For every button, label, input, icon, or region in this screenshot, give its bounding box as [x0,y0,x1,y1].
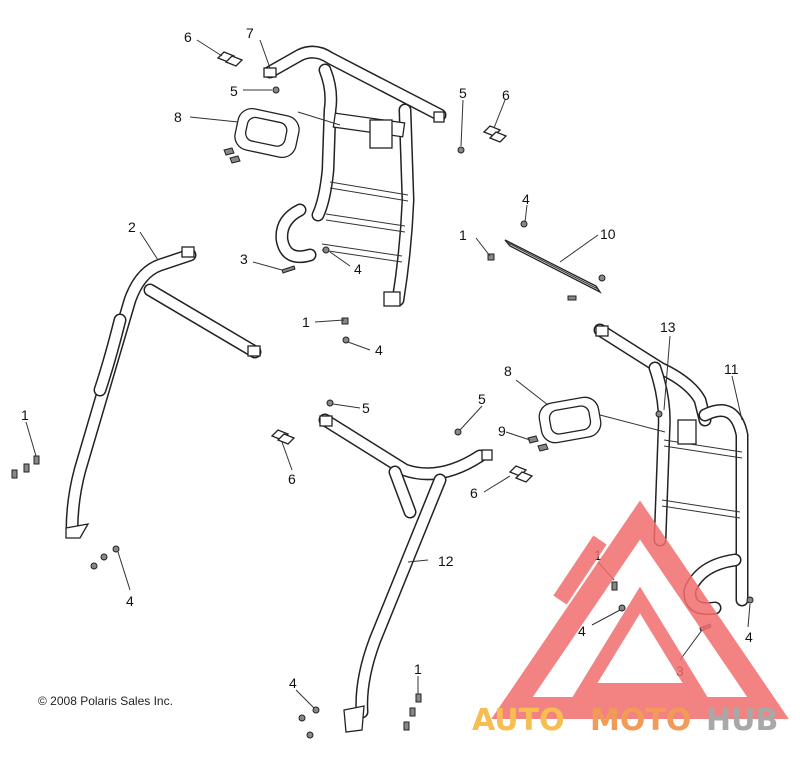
part-7-upper-cage [263,45,447,307]
callout-1: 1 [459,227,467,243]
callout-6: 6 [470,485,478,501]
callout-7: 7 [246,25,254,41]
part-8-top-handle [223,107,341,164]
callout-5: 5 [362,400,370,416]
callout-1: 1 [302,314,310,330]
copyright-text: © 2008 Polaris Sales Inc. [38,694,173,708]
part-12-center-cage [318,413,493,733]
callout-9: 9 [498,423,506,439]
callout-4: 4 [354,261,362,277]
callout-1: 1 [414,661,422,677]
callout-12: 12 [438,553,454,569]
part-8-right-handle [527,396,666,452]
watermark-logo: AUTO MOTO HUB [472,500,789,738]
callout-1: 1 [21,407,29,423]
callout-4: 4 [126,593,134,609]
watermark-triangle [491,500,789,719]
watermark-moto: MOTO [590,703,691,738]
callout-4: 4 [375,342,383,358]
part-10-brace [504,239,602,301]
callout-8: 8 [504,363,512,379]
hardware-items [11,51,754,739]
callout-5: 5 [459,85,467,101]
callout-labels: 6 7 5 8 5 6 2 3 4 1 4 10 1 4 5 5 8 9 13 … [21,25,753,691]
callout-4: 4 [289,675,297,691]
callout-5: 5 [230,83,238,99]
callout-8: 8 [174,109,182,125]
callout-4: 4 [578,623,586,639]
callout-13: 13 [660,319,676,335]
callout-6: 6 [502,87,510,103]
watermark-auto: AUTO [472,703,565,738]
callout-6: 6 [288,471,296,487]
callout-6: 6 [184,29,192,45]
watermark-hub: HUB [706,703,778,738]
callout-4: 4 [745,629,753,645]
callout-5: 5 [478,391,486,407]
callout-11: 11 [724,361,739,377]
callout-4: 4 [522,191,530,207]
callout-2: 2 [128,219,136,235]
callout-10: 10 [600,226,616,242]
part-2-left-cage [65,246,262,539]
callout-3: 3 [240,251,248,267]
